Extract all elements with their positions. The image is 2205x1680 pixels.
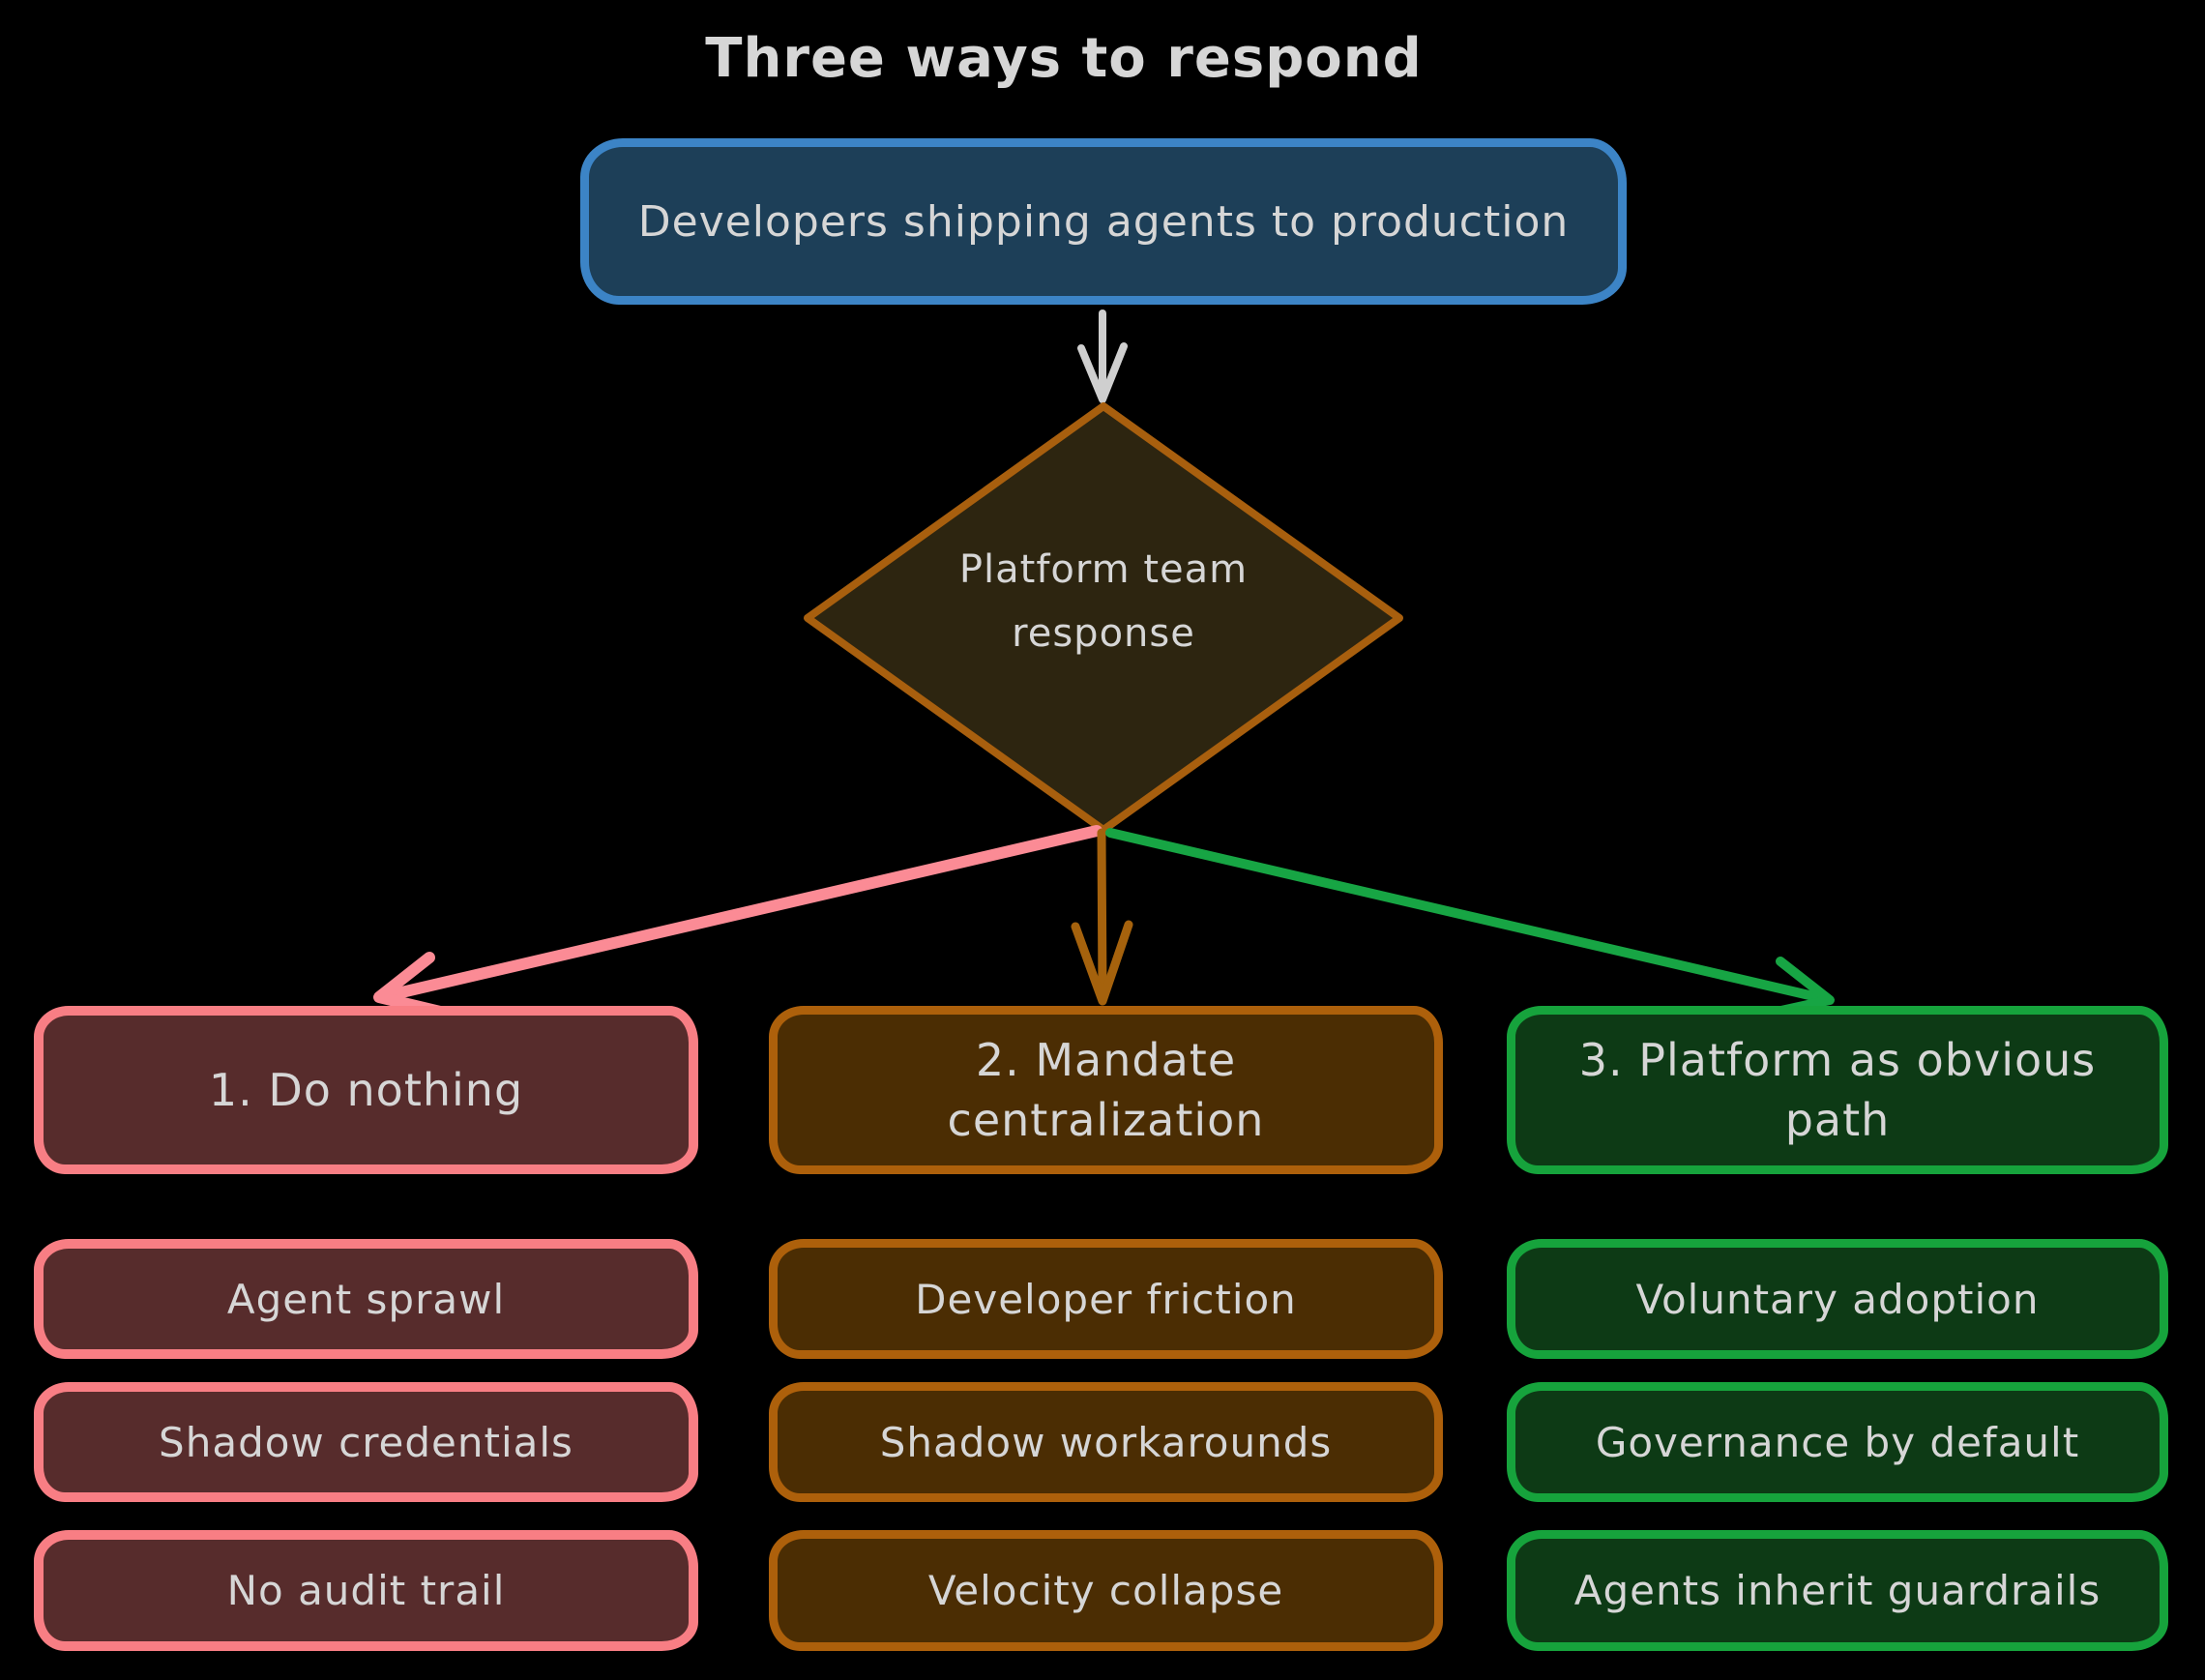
branch1-item-label: Agent sprawl	[226, 1275, 506, 1323]
branch2-item: Velocity collapse	[769, 1530, 1443, 1651]
decision-node-label: Platform team response	[910, 538, 1297, 665]
branch2-item: Developer friction	[769, 1239, 1443, 1359]
decision-to-branch1-arrow	[373, 825, 1102, 1017]
branch2-item-label: Shadow workarounds	[879, 1418, 1333, 1466]
decision-to-branch3-arrow	[1105, 828, 1835, 1018]
source-node-label: Developers shipping agents to production	[637, 196, 1570, 247]
branch1-header-line: 1. Do nothing	[208, 1064, 524, 1116]
decision-label-line: team	[1143, 547, 1249, 592]
source-to-decision-arrow	[1077, 309, 1128, 403]
branch3-item-label: Agents inherit guardrails	[1573, 1567, 2102, 1614]
branch1-item: Shadow credentials	[34, 1382, 698, 1502]
branch2-header-line: centralization	[947, 1094, 1265, 1146]
diagram-title: Three ways to respond	[705, 27, 1423, 90]
branch2-item-label: Developer friction	[915, 1275, 1297, 1323]
branch3-header-line: 3. Platform as obvious	[1578, 1034, 2097, 1086]
branch1-item: Agent sprawl	[34, 1239, 698, 1359]
branch2-header: 2. Mandate centralization	[769, 1006, 1443, 1174]
branch2-item-label: Velocity collapse	[927, 1567, 1284, 1614]
branch3-item-label: Voluntary adoption	[1635, 1275, 2040, 1323]
branch3-item: Voluntary adoption	[1507, 1239, 2168, 1359]
branch3-item-label: Governance by default	[1595, 1418, 2080, 1466]
branch1-item-label: No audit trail	[226, 1567, 506, 1614]
decision-to-branch2-arrow	[1071, 828, 1133, 1006]
branch3-header-line: path	[1784, 1094, 1891, 1146]
branch1-header: 1. Do nothing	[34, 1006, 698, 1174]
source-node: Developers shipping agents to production	[580, 138, 1627, 305]
branch1-item-label: Shadow credentials	[159, 1418, 573, 1466]
branch1-item: No audit trail	[34, 1530, 698, 1651]
branch2-item: Shadow workarounds	[769, 1382, 1443, 1502]
branch3-item: Agents inherit guardrails	[1507, 1530, 2168, 1651]
branch3-item: Governance by default	[1507, 1382, 2168, 1502]
decision-label-line: response	[1012, 611, 1195, 656]
branch3-header: 3. Platform as obvious path	[1507, 1006, 2168, 1174]
decision-label-line: Platform	[958, 547, 1131, 592]
branch2-header-line: 2. Mandate	[975, 1034, 1237, 1086]
